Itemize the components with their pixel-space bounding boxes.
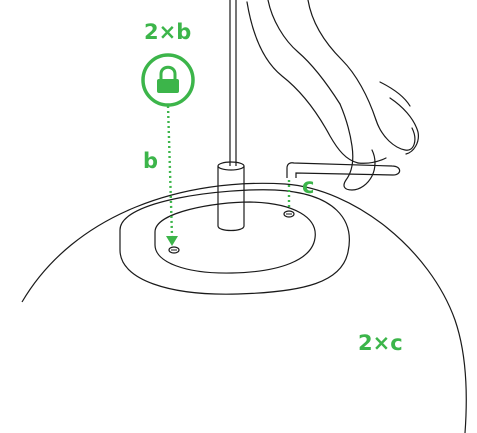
lock-icon bbox=[157, 65, 179, 93]
screw-hole-b bbox=[168, 246, 180, 254]
screw-hole-c bbox=[283, 210, 295, 218]
guide-line-b bbox=[166, 105, 174, 237]
lamp-shade-dome bbox=[21, 182, 467, 433]
label-screw-b: b bbox=[143, 149, 158, 173]
hex-key bbox=[286, 162, 401, 178]
suspension-rod bbox=[229, 0, 237, 166]
guide-arrow-b bbox=[166, 236, 178, 246]
label-bottom-quantity: 2×c bbox=[358, 331, 403, 355]
inner-mounting-plate bbox=[154, 201, 316, 274]
label-top-quantity: 2×b bbox=[144, 20, 191, 44]
lock-indicator bbox=[141, 53, 195, 107]
center-tube bbox=[217, 161, 245, 232]
hand-illustration bbox=[246, 0, 419, 191]
label-screw-c: c bbox=[302, 174, 314, 198]
